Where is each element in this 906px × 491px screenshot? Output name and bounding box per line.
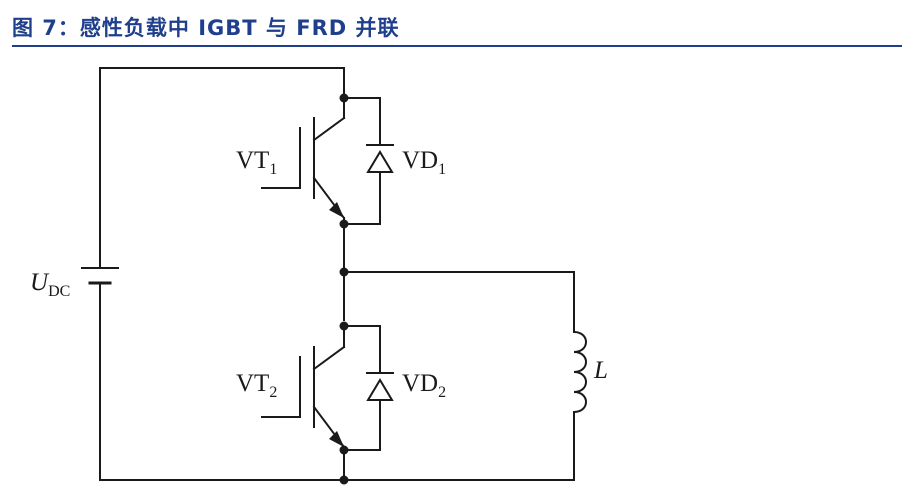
junction-dot	[339, 219, 349, 229]
label-vd2: VD2	[402, 370, 446, 401]
output-wiring	[343, 271, 575, 481]
figure-header: 图 7：感性负载中 IGBT 与 FRD 并联	[6, 8, 902, 47]
figure-title: 图 7：感性负载中 IGBT 与 FRD 并联	[12, 16, 400, 40]
inductor-l-symbol	[572, 330, 587, 414]
dc-bus-wiring	[99, 67, 575, 481]
label-vd1: VD1	[402, 147, 446, 178]
diode-vd1-symbol	[343, 97, 394, 225]
diode-vd2-symbol	[343, 325, 394, 451]
label-vt1: VT1	[236, 147, 277, 178]
label-inductor: L	[593, 357, 608, 384]
junction-dot	[339, 267, 349, 277]
junction-dot	[339, 93, 349, 103]
title-underline	[12, 45, 902, 47]
junction-dots	[339, 93, 349, 485]
igbt-vt1-symbol	[261, 116, 346, 220]
junction-dot	[339, 445, 349, 455]
label-vt2: VT2	[236, 370, 277, 401]
label-udc: UDC	[30, 269, 70, 300]
junction-dot	[339, 321, 349, 331]
dc-source-symbol	[81, 267, 119, 299]
junction-dot	[339, 475, 349, 485]
igbt-vt2-symbol	[261, 325, 346, 449]
